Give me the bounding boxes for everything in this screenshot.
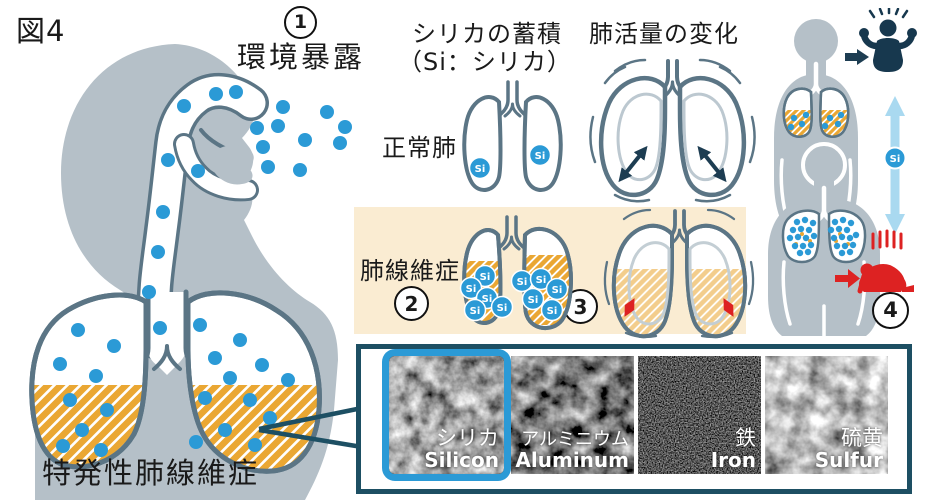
silicon-map-image [389, 356, 504, 474]
callout-connector [258, 405, 363, 450]
sick-person-icon [857, 229, 914, 294]
svg-text:Si: Si [482, 294, 493, 305]
tile-iron-label: 鉄 Iron [710, 426, 756, 473]
motion-lines [603, 208, 755, 339]
healthy-person-icon [859, 8, 917, 72]
restricted-arrows [624, 298, 734, 317]
tile-silicon-label: シリカ Silicon [424, 426, 499, 473]
fibrosis-label: 肺線維症 [360, 257, 460, 285]
figure-label: 図4 [16, 14, 66, 48]
si-badge: Si [883, 146, 907, 170]
late-lungs [781, 209, 867, 264]
sick-arrow [835, 269, 860, 288]
vital-capacity-title: 肺活量の変化 [589, 20, 739, 48]
si-deposit-badges: Si Si Si Si Si Si Si Si Si Si [459, 264, 569, 322]
normal-lung-label: 正常肺 [382, 134, 457, 162]
normal-lung-illustration: Si Si [462, 80, 563, 192]
step-4-badge: 4 [872, 292, 909, 329]
silica-accumulation-title: シリカの蓄積 [412, 20, 562, 48]
elemental-analysis-panel: シリカ Silicon ア [356, 344, 912, 494]
inner-lung-outline [627, 241, 671, 326]
svg-text:Si: Si [466, 284, 477, 295]
sulfur-map-image [765, 356, 888, 474]
exposed-person-illustration [29, 44, 352, 500]
svg-text:Si: Si [470, 306, 481, 317]
svg-text:Si: Si [536, 275, 547, 286]
tile-silicon: シリカ Silicon [389, 356, 504, 474]
step-1-badge: 1 [284, 6, 317, 39]
svg-text:Si: Si [517, 277, 528, 288]
tile-aluminum: アルミニウム Aluminum [511, 356, 634, 474]
step-2-badge: 2 [394, 286, 429, 321]
expansion-arrows [618, 145, 727, 183]
iron-map-image [638, 356, 761, 474]
motion-lines [589, 58, 756, 203]
tile-iron: 鉄 Iron [638, 356, 761, 474]
diagnosis-label: 特発性肺線維症 [42, 456, 260, 490]
svg-text:Si: Si [528, 295, 539, 306]
early-lungs [782, 87, 850, 138]
si-severity-arrow: Si [883, 96, 907, 234]
aluminum-map-image [511, 356, 634, 474]
silica-subtitle: （Si：シリカ） [398, 48, 572, 76]
svg-text:Si: Si [535, 151, 546, 162]
si-badge: Si [468, 156, 492, 180]
exposure-label: 環境暴露 [237, 40, 366, 74]
svg-text:Si: Si [475, 164, 486, 175]
svg-text:Si: Si [480, 272, 491, 283]
late-stage-person [768, 142, 880, 340]
tile-aluminum-label: アルミニウム Aluminum [515, 429, 629, 473]
silica-particles [53, 85, 352, 457]
svg-text:Si: Si [890, 154, 901, 165]
si-badge: Si [528, 143, 552, 167]
tile-sulfur: 硫黄 Sulfur [765, 356, 888, 474]
fibrotic-lung-si-illustration: Si Si Si Si Si Si Si Si Si Si [459, 215, 573, 330]
tile-sulfur-label: 硫黄 Sulfur [814, 426, 883, 473]
svg-text:Si: Si [547, 306, 558, 317]
vital-capacity-lung-illustration [589, 58, 756, 203]
svg-text:Si: Si [497, 303, 508, 314]
progression-figures: Si [768, 8, 917, 340]
healthy-arrow [845, 49, 869, 65]
nose-lip-blob [215, 144, 254, 185]
svg-text:Si: Si [552, 285, 563, 296]
fibrotic-vital-capacity-lung [603, 208, 755, 339]
